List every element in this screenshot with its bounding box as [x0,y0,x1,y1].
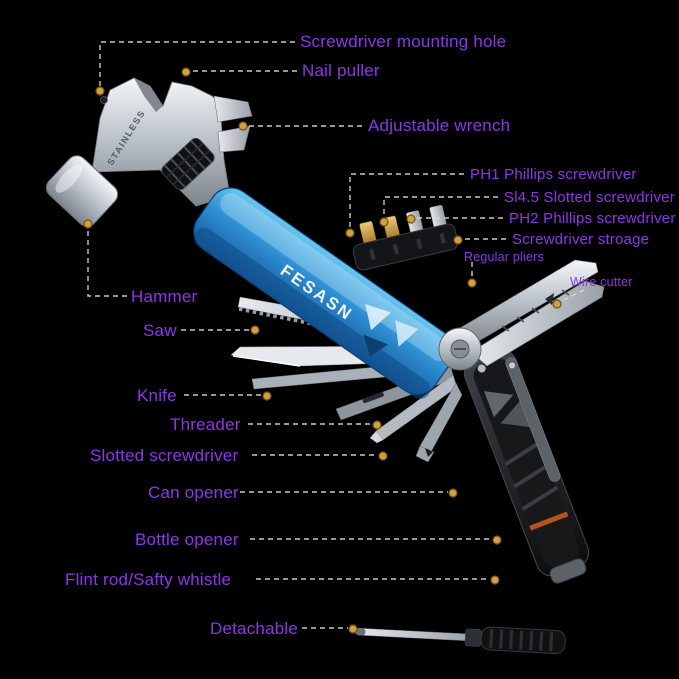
label-bottle-opener: Bottle opener [135,530,239,549]
dot-saw [250,325,260,335]
dot-slotted-screwdriver [378,451,388,461]
leader-hammer [87,229,127,297]
leader-wire-cutter [561,289,585,302]
dot-bottle-opener [492,535,502,545]
label-detachable: Detachable [210,619,299,638]
whistle-cap [549,558,587,584]
label-can-opener: Can opener [148,483,239,502]
flint-rod-shaft [355,627,472,642]
dot-adjustable-wrench [238,121,248,131]
can-opener-tool [415,382,463,463]
handle-cutout [483,391,514,418]
wrench-adjuster [161,137,215,191]
plier-serrations [501,289,570,332]
label-wire-cutter: Wire cutter [570,275,633,289]
screwdriver-mounting-hole-detail [100,96,108,104]
dot-ph1 [345,228,355,238]
leader-lines [87,41,585,629]
dot-storage [453,235,463,245]
label-hammer: Hammer [131,287,198,306]
hammer-head: STAINLESS [45,77,253,227]
handle-cutout [500,400,530,428]
slotted-screwdriver-tool [370,374,458,443]
label-slotted-screwdriver: Slotted screwdriver [90,446,239,465]
dot-detachable [348,624,358,634]
label-screwdriver-storage: Screwdriver stroage [512,231,650,248]
label-adjustable-wrench: Adjustable wrench [368,116,511,135]
leader-ph1 [349,173,464,228]
dot-nail-puller [181,67,191,77]
orange-stripe [529,511,569,531]
dot-wire-cutter [552,299,562,309]
screwdriver-bit-holder [352,204,459,271]
label-ph1-phillips-screwdriver: PH1 Phillips screwdriver [470,166,637,183]
handle-cutout [363,334,389,357]
dot-screwdriver-mounting-hole [95,86,105,96]
blue-handle: FESASN [193,187,455,400]
label-regular-pliers: Regular pliers [464,250,544,264]
label-knife: Knife [137,386,177,405]
dot-sl45 [379,217,389,227]
label-ph2-phillips-screwdriver: PH2 Phillips screwdriver [509,210,676,227]
label-nail-puller: Nail puller [302,61,380,80]
label-saw: Saw [143,321,177,340]
dot-knife [262,391,272,401]
flint-rod-grip [480,626,566,655]
label-threader: Threader [170,415,241,434]
wrench-upper-jaw [213,95,253,123]
dot-ph2 [406,214,416,224]
label-flint-rod-safety-whistle: Flint rod/Safty whistle [65,570,232,589]
handle-cutout [365,303,392,331]
handle-cutout [395,320,419,347]
black-handle [463,348,590,584]
leader-sl45 [383,196,498,217]
pocket-clip [505,357,561,482]
endpoint-dots [83,67,562,634]
dot-regular-pliers [467,278,477,288]
wire-cutter-notch [545,293,554,305]
pivot-joint [438,327,482,371]
flint-rod [355,626,566,655]
nail-puller-claw [134,78,163,112]
leader-screwdriver-mounting-hole [99,41,295,86]
hammer-face [45,155,119,227]
label-sl45-slotted-screwdriver: Sl4.5 Slotted screwdriver [504,189,675,206]
label-screwdriver-mounting-hole: Screwdriver mounting hole [300,32,507,51]
dot-can-opener [448,488,458,498]
dot-threader [372,420,382,430]
bit-holder-body [352,223,459,271]
dot-flint-rod [490,575,500,585]
dot-hammer [83,219,93,229]
